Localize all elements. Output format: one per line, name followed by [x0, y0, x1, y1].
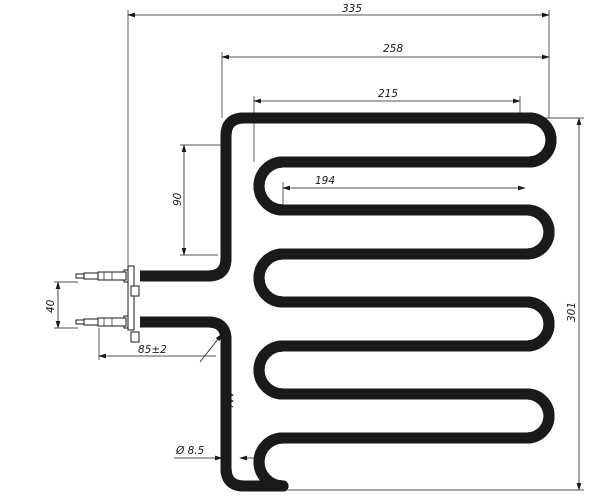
heating-tube [140, 112, 551, 492]
terminal-offset-label: 90 [172, 192, 184, 206]
dimension-overall-width: 335 [127, 3, 550, 266]
dimension-tube-diameter: Ø 8.5 [174, 445, 258, 461]
dimension-upper-loop-width: 215 [253, 88, 521, 162]
upper-loop-width-label: 215 [378, 88, 398, 100]
terminal-spacing-label: 40 [45, 299, 57, 313]
dimension-height: 301 [283, 117, 584, 491]
inner-loop-width-label: 194 [315, 175, 335, 187]
height-label: 301 [566, 302, 578, 322]
tube-diameter-label: Ø 8.5 [175, 445, 205, 457]
outer-loop-width-label: 258 [383, 43, 403, 55]
terminal-assembly [75, 265, 140, 343]
mounting-flange [127, 265, 135, 331]
dimension-terminal-offset: 90 [172, 144, 226, 256]
dimension-terminal-length: 85±2 [98, 328, 223, 363]
dimension-outer-loop-width: 258 [221, 43, 550, 118]
lower-terminal [75, 317, 127, 327]
dimension-inner-loop-width: 194 [282, 175, 526, 210]
terminal-length-label: 85±2 [138, 344, 167, 356]
weld-mark-icon [227, 391, 234, 408]
upper-terminal [75, 271, 127, 281]
overall-width-label: 335 [342, 3, 362, 15]
dimension-terminal-spacing: 40 [45, 281, 78, 329]
